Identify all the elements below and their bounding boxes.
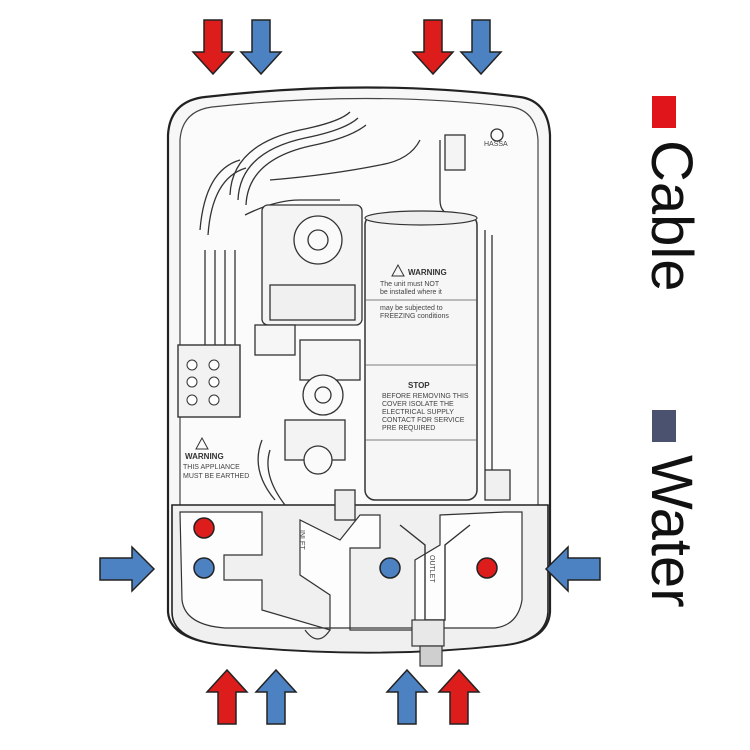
bottom-left-cable-arrow xyxy=(206,669,248,725)
bottom-left-water-arrow xyxy=(255,669,297,725)
entry-points xyxy=(193,517,498,579)
terminal-block xyxy=(177,344,241,418)
water-legend-swatch xyxy=(652,410,676,442)
cable-legend-label: Cable xyxy=(639,140,704,292)
lower-warning-label: WARNING THIS APPLIANCE MUST BE EARTHED xyxy=(183,436,249,480)
brand-label: HASSA xyxy=(484,141,508,148)
top-right-cable-arrow xyxy=(412,19,454,75)
svg-text:THIS APPLIANCE: THIS APPLIANCE xyxy=(183,464,240,471)
svg-text:PRE REQUIRED: PRE REQUIRED xyxy=(382,425,435,432)
outlet-label: OUTLET xyxy=(428,555,435,583)
inlet-label: INLET xyxy=(298,530,305,551)
top-left-cable-arrow xyxy=(192,19,234,75)
cable-legend-swatch xyxy=(652,96,676,128)
top-right-water-arrow xyxy=(460,19,502,75)
valve-assembly xyxy=(254,128,511,521)
svg-text:COVER ISOLATE THE: COVER ISOLATE THE xyxy=(382,401,454,408)
cable-bundle xyxy=(199,111,421,345)
lower-cover xyxy=(171,504,549,667)
svg-text:be installed where it: be installed where it xyxy=(380,289,442,296)
center-water-entry xyxy=(379,557,401,579)
left-cable-entry xyxy=(193,517,215,539)
svg-text:The unit must NOT: The unit must NOT xyxy=(380,281,440,288)
svg-text:FREEZING conditions: FREEZING conditions xyxy=(380,313,449,320)
heater-tank: WARNING The unit must NOT be installed w… xyxy=(364,210,478,501)
svg-text:WARNING: WARNING xyxy=(408,268,447,277)
water-legend-label: Water xyxy=(639,455,704,608)
svg-text:BEFORE REMOVING THIS: BEFORE REMOVING THIS xyxy=(382,393,469,400)
left-water-entry xyxy=(193,557,215,579)
left-water-arrow xyxy=(99,545,156,593)
svg-text:may be subjected to: may be subjected to xyxy=(380,305,443,312)
right-water-arrow xyxy=(544,545,601,593)
top-left-water-arrow xyxy=(240,19,282,75)
svg-text:MUST BE EARTHED: MUST BE EARTHED xyxy=(183,473,249,480)
bottom-right-water-arrow xyxy=(386,669,428,725)
right-cable-entry xyxy=(476,557,498,579)
bottom-right-cable-arrow xyxy=(438,669,480,725)
svg-text:STOP: STOP xyxy=(408,381,430,390)
svg-text:CONTACT FOR SERVICE: CONTACT FOR SERVICE xyxy=(382,417,465,424)
svg-text:WARNING: WARNING xyxy=(185,452,224,461)
svg-text:ELECTRICAL SUPPLY: ELECTRICAL SUPPLY xyxy=(382,409,454,416)
